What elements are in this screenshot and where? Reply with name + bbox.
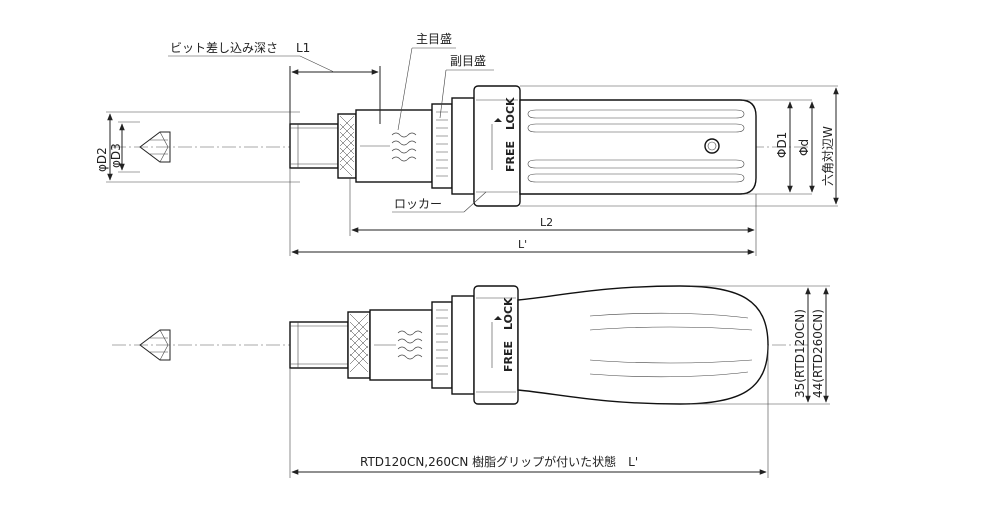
- dim-35-label: 35(RTD120CN): [793, 309, 807, 398]
- main-scale-label: 主目盛: [416, 31, 452, 46]
- l1-label: L1: [296, 41, 310, 55]
- phi-d3-label: φD3: [109, 143, 123, 168]
- top-bit-tip: [139, 131, 171, 163]
- sub-scale-label: 副目盛: [450, 53, 486, 68]
- leader-sub-scale: 副目盛: [439, 53, 494, 119]
- dim-bottom-l-prime: RTD120CN,260CN 樹脂グリップが付いた状態 L': [289, 345, 769, 478]
- top-sub-scale-ring: [431, 103, 453, 189]
- top-bit-holder: [289, 113, 357, 179]
- phi-d2-label: φD2: [95, 147, 109, 172]
- leader-locker: ロッカー: [392, 191, 487, 213]
- bottom-resin-grip: [517, 285, 769, 405]
- lock-arrow-icon: [494, 118, 502, 122]
- bottom-sub-scale-ring: [431, 301, 453, 389]
- dim-grip-diameter: 35(RTD120CN) 44(RTD260CN): [690, 285, 830, 405]
- top-lock-label: LOCK: [504, 97, 517, 130]
- top-main-scale-barrel: [355, 109, 433, 183]
- l2-label: L2: [540, 216, 553, 229]
- dim-l1: ビット差し込み深さ L1: [168, 41, 381, 124]
- dim-right-diameters: ΦD1 Φd 六角対辺W: [520, 85, 839, 207]
- dim-phi-d2-d3: φD2 φD3: [95, 111, 300, 183]
- dim-44-label: 44(RTD260CN): [811, 309, 825, 398]
- phi-d1-label: ΦD1: [775, 132, 789, 158]
- bottom-bit-holder: [289, 311, 371, 379]
- locker-label: ロッカー: [394, 197, 442, 211]
- bottom-lock-label: LOCK: [502, 297, 515, 330]
- top-view: LOCK FREE ビット差し込み深さ L1 主目盛: [95, 31, 839, 256]
- bottom-locker-collar: LOCK FREE: [451, 285, 519, 405]
- bottom-bit-tip: [139, 329, 171, 361]
- top-fluted-grip: [519, 99, 757, 195]
- bottom-view: LOCK FREE 35(RTD120CN) 44(RTD260CN) RTD1…: [112, 285, 830, 478]
- length-note-label: RTD120CN,260CN 樹脂グリップが付いた状態 L': [360, 454, 638, 469]
- phi-d-label: Φd: [797, 139, 811, 156]
- top-locker-collar: LOCK FREE: [451, 85, 521, 207]
- hex-width-label: 六角対辺W: [821, 126, 835, 186]
- bottom-free-label: FREE: [502, 341, 515, 372]
- bottom-main-scale-barrel: [369, 309, 433, 381]
- l-prime-label: L': [518, 238, 527, 251]
- top-free-label: FREE: [504, 141, 517, 172]
- leader-main-scale: 主目盛: [397, 31, 456, 131]
- dim-l2: L2: [349, 178, 757, 256]
- dim-l-prime: L': [289, 168, 755, 256]
- bit-depth-label: ビット差し込み深さ: [170, 41, 278, 55]
- bottom-lock-arrow-icon: [494, 316, 502, 320]
